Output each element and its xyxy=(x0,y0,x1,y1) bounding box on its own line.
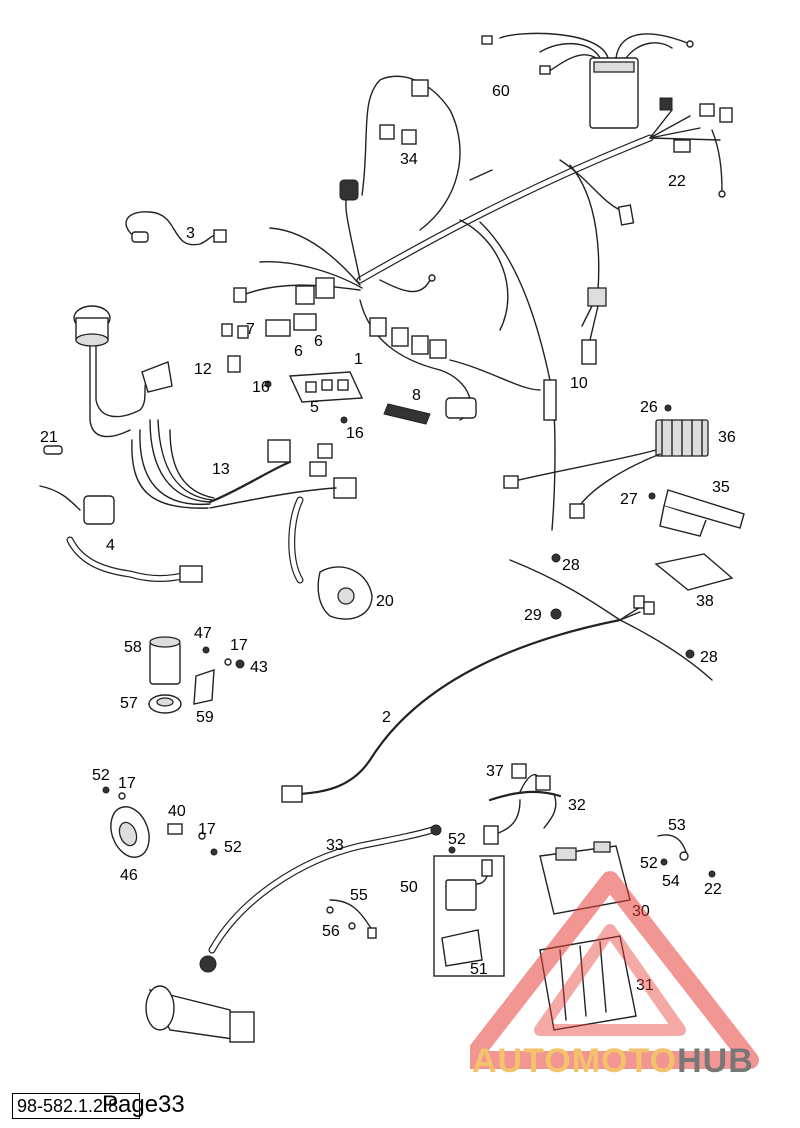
callout-56: 56 xyxy=(322,923,340,940)
callout-46: 46 xyxy=(120,867,138,884)
callout-3: 3 xyxy=(186,225,195,242)
part-fuse-55 xyxy=(326,899,377,939)
callout-29: 29 xyxy=(524,607,542,624)
watermark-triangle-logo xyxy=(470,871,759,1069)
part-harness-32 xyxy=(483,763,562,845)
callout-31: 31 xyxy=(636,977,654,994)
part-regulator-36 xyxy=(503,404,709,519)
callout-43: 43 xyxy=(250,659,268,676)
part-bracket-35 xyxy=(648,489,745,537)
part-main-harness xyxy=(233,75,733,531)
callout-20: 20 xyxy=(376,593,394,610)
callout-22: 22 xyxy=(668,173,686,190)
part-bracket-5 xyxy=(264,371,364,424)
part-switch-left xyxy=(43,305,173,455)
drawing-code: 98-582.1.2.8 xyxy=(12,1093,140,1119)
page-number: Page33 xyxy=(102,1091,185,1118)
callout-59: 59 xyxy=(196,709,214,726)
callout-54: 54 xyxy=(662,873,680,890)
watermark-part-3: HUB xyxy=(677,1042,754,1080)
callout-7: 7 xyxy=(246,321,255,338)
callout-17c: 17 xyxy=(198,821,216,838)
callout-52c: 52 xyxy=(448,831,466,848)
part-sensor-3 xyxy=(125,211,227,246)
callout-52: 52 xyxy=(92,767,110,784)
callout-12: 12 xyxy=(194,361,212,378)
callout-51: 51 xyxy=(470,961,488,978)
callout-10: 10 xyxy=(570,375,588,392)
watermark-part-2: MOTO xyxy=(571,1042,678,1080)
callout-1: 1 xyxy=(354,351,363,368)
callout-50: 50 xyxy=(400,879,418,896)
callout-32: 32 xyxy=(568,797,586,814)
callout-40: 40 xyxy=(168,803,186,820)
callout-22b: 22 xyxy=(704,881,722,898)
callout-6: 6 xyxy=(294,343,303,360)
callout-36: 36 xyxy=(718,429,736,446)
callout-5: 5 xyxy=(310,399,319,416)
part-relay-50 xyxy=(433,846,505,977)
part-sleeve-8 xyxy=(383,403,431,425)
callout-52d: 52 xyxy=(640,855,658,872)
callout-26: 26 xyxy=(640,399,658,416)
callout-55: 55 xyxy=(350,887,368,904)
callout-16b: 16 xyxy=(346,425,364,442)
callout-34: 34 xyxy=(400,151,418,168)
callout-16: 16 xyxy=(252,379,270,396)
callout-27: 27 xyxy=(620,491,638,508)
callout-28b: 28 xyxy=(700,649,718,666)
callout-35: 35 xyxy=(712,479,730,496)
callout-21: 21 xyxy=(40,429,58,446)
callout-8: 8 xyxy=(412,387,421,404)
callout-6b: 6 xyxy=(314,333,323,350)
callout-2: 2 xyxy=(382,709,391,726)
watermark-wordmark: AUTOMOTOHUB xyxy=(472,1042,754,1081)
callout-4: 4 xyxy=(106,537,115,554)
callout-53: 53 xyxy=(668,817,686,834)
part-battery-case-31 xyxy=(539,935,637,1031)
callout-58: 58 xyxy=(124,639,142,656)
callout-33: 33 xyxy=(326,837,344,854)
callout-17b: 17 xyxy=(118,775,136,792)
part-starter-cable-33 xyxy=(145,824,442,1043)
callout-13: 13 xyxy=(212,461,230,478)
callout-60: 60 xyxy=(492,83,510,100)
watermark-part-1: AUTO xyxy=(472,1042,572,1080)
part-plate-38 xyxy=(654,553,734,591)
part-harness-2 xyxy=(281,553,713,803)
callout-17: 17 xyxy=(230,637,248,654)
callout-52b: 52 xyxy=(224,839,242,856)
part-control-unit xyxy=(481,32,694,129)
callout-38: 38 xyxy=(696,593,714,610)
part-coil-4 xyxy=(39,485,203,583)
part-switch-20 xyxy=(288,496,373,620)
callout-57: 57 xyxy=(120,695,138,712)
callout-47: 47 xyxy=(194,625,212,642)
part-connectors-6-7-12 xyxy=(221,313,317,373)
part-capacitor-58 xyxy=(148,636,245,714)
callout-28: 28 xyxy=(562,557,580,574)
callout-37: 37 xyxy=(486,763,504,780)
part-horn-46 xyxy=(102,786,218,858)
part-switch-harness-13 xyxy=(131,419,357,509)
